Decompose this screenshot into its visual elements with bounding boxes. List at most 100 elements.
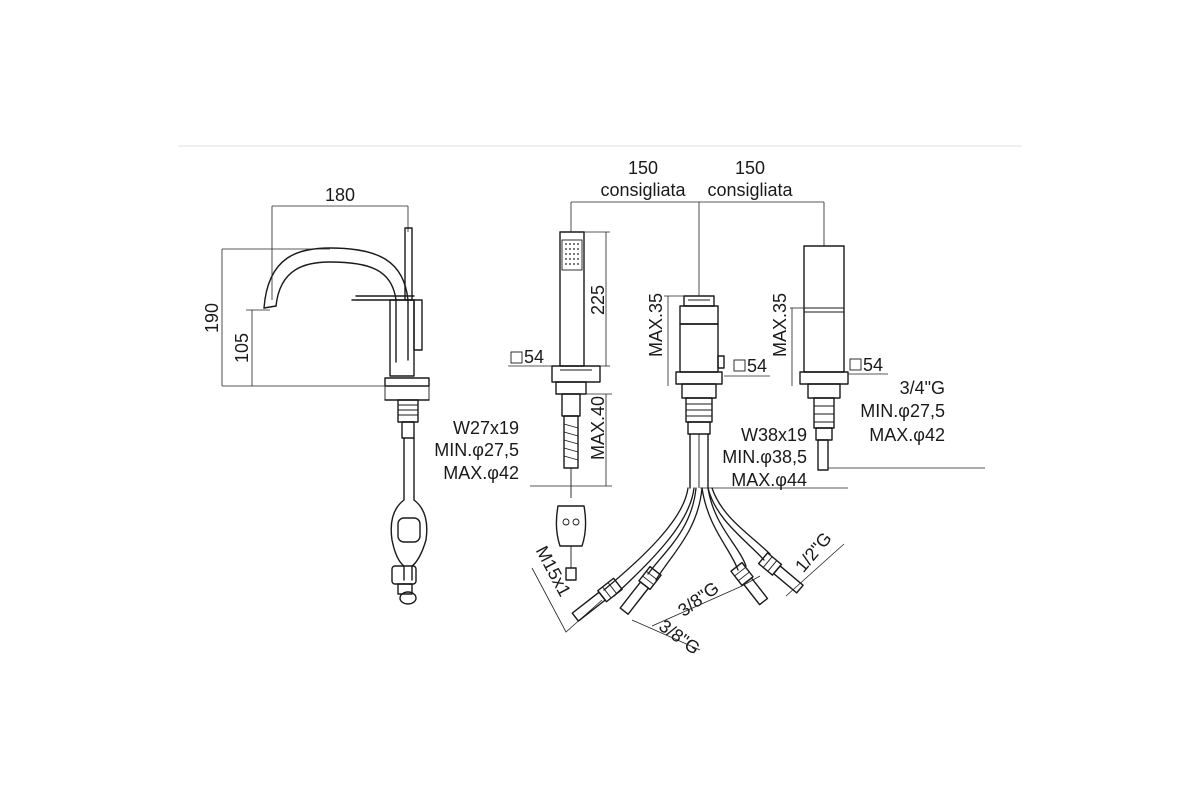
valve-view xyxy=(799,245,849,471)
valve-thread xyxy=(814,405,834,423)
fitting-inlet-1 xyxy=(619,565,662,615)
callout-3-4g: 3/4"G xyxy=(900,378,945,398)
hose-inlet-1-b xyxy=(655,487,703,581)
label-3-8g-1: 3/8"G xyxy=(655,616,704,659)
spout-outer-curve xyxy=(263,247,409,361)
hose-inlet-2-b xyxy=(707,487,747,567)
shower-weight xyxy=(555,505,587,547)
valve-body xyxy=(803,245,845,373)
shower-dimension-max40: MAX.40 xyxy=(530,393,612,487)
shower-weight-screw-right xyxy=(572,518,580,526)
hose-to-shower-a xyxy=(603,487,689,591)
callout-max-42-shower: MAX.φ42 xyxy=(443,463,519,483)
leader-inlet-2 xyxy=(651,575,761,627)
spout-base xyxy=(384,377,430,387)
callout-54-diverter: 54 xyxy=(747,356,767,376)
diverter-hole-spec: W38x19 MIN.φ38,5 MAX.φ44 xyxy=(700,425,848,490)
square-symbol xyxy=(733,359,746,372)
spout-tip xyxy=(263,305,277,309)
diverter-deck xyxy=(681,383,717,399)
spout-connector-tip xyxy=(397,583,413,595)
valve-nut xyxy=(815,427,833,441)
shower-hole-spec: W27x19 MIN.φ27,5 MAX.φ42 xyxy=(434,418,519,483)
callout-54-shower: 54 xyxy=(524,347,544,367)
callout-max-44: MAX.φ44 xyxy=(731,470,807,490)
shower-holder xyxy=(551,365,601,383)
shower-weight-screw-left xyxy=(562,518,570,526)
fitting-shower xyxy=(571,577,623,622)
fitting-outlet xyxy=(757,552,804,594)
dim-label-105: 105 xyxy=(232,333,252,363)
dim-label-max40: MAX.40 xyxy=(588,396,608,460)
label-m15x1: M15x1 xyxy=(532,543,575,600)
hose-outlet-a xyxy=(707,487,765,561)
shower-hose-end xyxy=(565,567,577,581)
hose-inlet-1-a xyxy=(647,487,697,575)
fitting-inlet-2 xyxy=(730,561,769,606)
hose-inlet-2-a xyxy=(701,487,739,571)
spout-end-fitting xyxy=(399,591,417,605)
diverter-lower-body xyxy=(679,323,719,373)
leader-m15x1 xyxy=(531,567,603,633)
shower-hose-thread xyxy=(563,423,579,461)
spout-nut xyxy=(401,421,415,439)
spout-handle-block xyxy=(413,299,423,351)
spout-thread xyxy=(398,404,418,416)
diverter-nut xyxy=(687,421,711,435)
diverter-side-knob xyxy=(717,355,725,369)
valve-shank xyxy=(813,397,835,429)
dim-label-225: 225 xyxy=(588,285,608,315)
dim-label-190: 190 xyxy=(202,303,222,333)
spout-view xyxy=(263,227,430,605)
callout-min-27-5-valve: MIN.φ27,5 xyxy=(860,401,945,421)
spout-dimension-105: 105 xyxy=(232,309,270,386)
hose-connection-labels: M15x1 3/8"G 3/8"G 1/2"G xyxy=(531,528,845,659)
diverter-cap xyxy=(683,295,715,307)
spacing-dimensions: 150 consigliata 150 consigliata xyxy=(570,158,825,296)
spout-tube-left xyxy=(390,437,405,581)
shower-dimension-225: 225 xyxy=(584,231,610,367)
shower-square-callout: 54 xyxy=(508,347,560,367)
hand-shower-view xyxy=(551,231,601,581)
dim-note-consigliata-right: consigliata xyxy=(707,180,793,200)
spout-mixer-block xyxy=(397,517,421,543)
shower-handle xyxy=(559,231,585,367)
valve-deck xyxy=(807,383,841,399)
shower-shank xyxy=(561,393,581,417)
hose-outlet-b xyxy=(711,487,771,555)
dim-label-180: 180 xyxy=(325,185,355,205)
spout-tube-right xyxy=(411,437,428,581)
leader-1-2g xyxy=(785,543,845,597)
dim-note-consigliata-left: consigliata xyxy=(600,180,686,200)
shower-spray-face xyxy=(561,239,583,271)
leader-inlet-1 xyxy=(631,619,701,651)
valve-hole-spec: 3/4"G MIN.φ27,5 MAX.φ42 xyxy=(828,378,985,469)
diverter-dimension-max35: MAX.35 xyxy=(646,293,684,386)
callout-w38x19: W38x19 xyxy=(741,425,807,445)
spout-shank xyxy=(397,399,419,423)
spout-body xyxy=(389,299,415,377)
valve-inlet xyxy=(817,439,829,471)
spout-dimension-180: 180 xyxy=(271,185,409,300)
square-symbol xyxy=(849,358,862,371)
callout-min-38-5: MIN.φ38,5 xyxy=(722,447,807,467)
callout-54-valve: 54 xyxy=(863,355,883,375)
valve-square-callout: 54 xyxy=(848,355,888,375)
square-symbol xyxy=(510,351,523,364)
label-1-2g: 1/2"G xyxy=(791,528,836,576)
shower-base xyxy=(555,381,587,395)
diverter-square-callout: 54 xyxy=(724,356,770,377)
dim-label-max35-valve: MAX.35 xyxy=(770,293,790,357)
diverter-thread xyxy=(686,403,712,417)
label-3-8g-2: 3/8"G xyxy=(674,578,723,621)
spout-inner-curve xyxy=(275,261,397,363)
callout-w27x19: W27x19 xyxy=(453,418,519,438)
callout-max-42-valve: MAX.φ42 xyxy=(869,425,945,445)
dim-label-150-right: 150 xyxy=(735,158,765,178)
callout-min-27-5-shower: MIN.φ27,5 xyxy=(434,440,519,460)
valve-base xyxy=(799,371,849,385)
hose-to-shower-b xyxy=(613,487,695,597)
shower-nozzles xyxy=(565,243,579,265)
dim-label-150-left: 150 xyxy=(628,158,658,178)
